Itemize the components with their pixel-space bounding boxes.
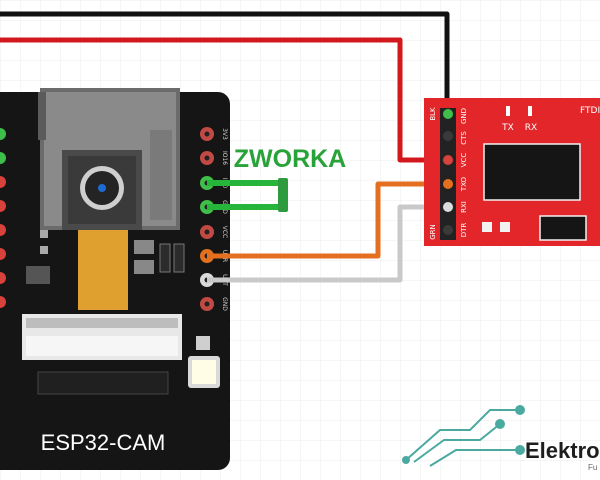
ftdi-pin-gnd: GND (460, 108, 468, 124)
pin-label-gnd-2: GND (221, 297, 228, 311)
jumper-label: ZWORKA (234, 145, 346, 173)
ftdi-pin-grn: GRN (429, 224, 437, 240)
ftdi-adapter: BLK CTS VCC TXO RXI DTR GRN GND TX RX FT… (424, 98, 600, 246)
right-pin-header (200, 127, 214, 311)
ftdi-pin-blk: BLK (429, 107, 437, 121)
ftdi-pin-header (440, 108, 456, 240)
rx-led (528, 106, 532, 116)
elektro-logo (402, 405, 525, 467)
camera-ribbon (78, 230, 128, 310)
ftdi-pin-txo: TXO (460, 176, 468, 192)
reset-button (196, 336, 210, 350)
pin-label-3v3: 3V3 (221, 128, 228, 140)
wire-black-gnd (0, 11, 450, 112)
ftdi-pin-dtr: DTR (460, 223, 468, 238)
esp32-cam-board: 3V3 IO16 IO0 GND VCC U0R U0T GND ESP32-C… (0, 88, 230, 470)
tx-led-label: TX (501, 123, 514, 133)
wire-red-vcc (0, 37, 440, 163)
logo-text: Elektro (525, 438, 600, 463)
left-pin-header (0, 128, 6, 308)
pin-label-io16: IO16 (221, 151, 228, 165)
ftdi-pin-cts: CTS (460, 131, 468, 145)
board-name: ESP32-CAM (41, 430, 166, 455)
ftdi-pin-vcc: VCC (460, 153, 468, 168)
rx-led-label: RX (525, 123, 537, 133)
wire-orange-u0r-txo (207, 181, 440, 259)
pin-label-vcc: VCC (221, 226, 228, 238)
ftdi-name: FTDI (580, 106, 600, 116)
tx-led (506, 106, 510, 116)
ftdi-chip (483, 143, 581, 201)
wire-white-u0t-rxi (207, 204, 440, 283)
ftdi-pin-rxi: RXI (460, 201, 468, 213)
logo-subtext: Fu (588, 463, 597, 472)
